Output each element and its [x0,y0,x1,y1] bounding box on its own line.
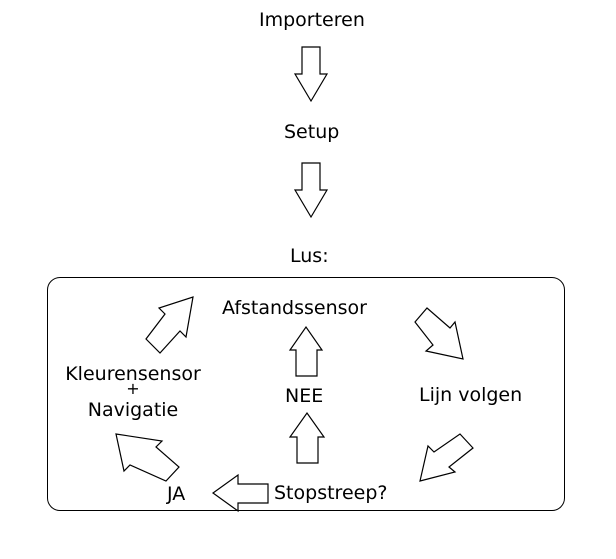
node-navigatie: Navigatie [87,399,179,421]
down-arrow-import-setup [293,46,329,103]
arrow-afstandssensor-lijnvolgen [414,307,464,360]
node-stopstreep: Stopstreep? [274,482,388,504]
arrow-ja-kleurensensor [115,433,180,482]
step-importeren: Importeren [259,9,365,31]
down-arrow-setup-loop [293,162,329,219]
node-lijn-volgen: Lijn volgen [419,384,523,406]
step-loop: Lus: [290,245,329,267]
left-arrow-stopstreep-ja [211,473,269,513]
label-nee: NEE [285,385,324,407]
arrow-kleurensensor-afstandssensor [145,296,194,354]
node-kleurensensor: Kleurensensor [65,363,201,385]
step-setup: Setup [284,121,340,143]
arrow-lijnvolgen-stopstreep [419,433,474,482]
up-arrow-stopstreep-nee [288,411,326,464]
label-ja: JA [167,483,186,505]
up-arrow-nee-afstandssensor [288,325,324,377]
node-afstandssensor: Afstandssensor [222,297,367,319]
loop-container [47,277,565,511]
label-plus: + [126,379,140,398]
